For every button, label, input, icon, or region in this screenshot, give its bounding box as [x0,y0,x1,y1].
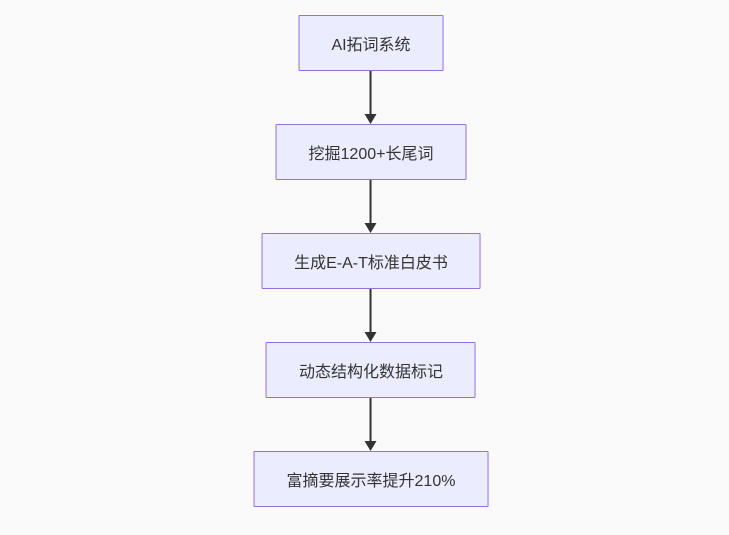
arrowhead-down-icon [365,441,377,451]
arrowhead-down-icon [365,332,377,342]
flow-node-structured-data-markup: 动态结构化数据标记 [265,342,476,398]
flow-arrow [365,398,377,451]
flow-node-rich-snippet-result: 富摘要展示率提升210% [253,451,489,507]
arrowhead-down-icon [365,114,377,124]
flow-arrow [365,180,377,233]
arrowhead-down-icon [365,223,377,233]
flow-node-label: AI拓词系统 [331,37,411,54]
arrow-line [370,180,372,223]
flow-node-label: 富摘要展示率提升210% [286,473,456,490]
flow-node-label: 动态结构化数据标记 [298,364,443,381]
flow-node-label: 生成E-A-T标准白皮书 [294,255,448,272]
flow-node-label: 挖掘1200+长尾词 [308,146,434,163]
flowchart-canvas: AI拓词系统 挖掘1200+长尾词 生成E-A-T标准白皮书 动态结构化数据标记… [253,15,489,507]
arrow-line [370,289,372,332]
flow-node-ai-keyword-system: AI拓词系统 [298,15,444,71]
arrow-line [370,71,372,114]
flow-arrow [365,71,377,124]
flow-node-eat-whitepaper: 生成E-A-T标准白皮书 [261,233,481,289]
arrow-line [370,398,372,441]
flow-arrow [365,289,377,342]
flow-node-longtail-mining: 挖掘1200+长尾词 [275,124,467,180]
